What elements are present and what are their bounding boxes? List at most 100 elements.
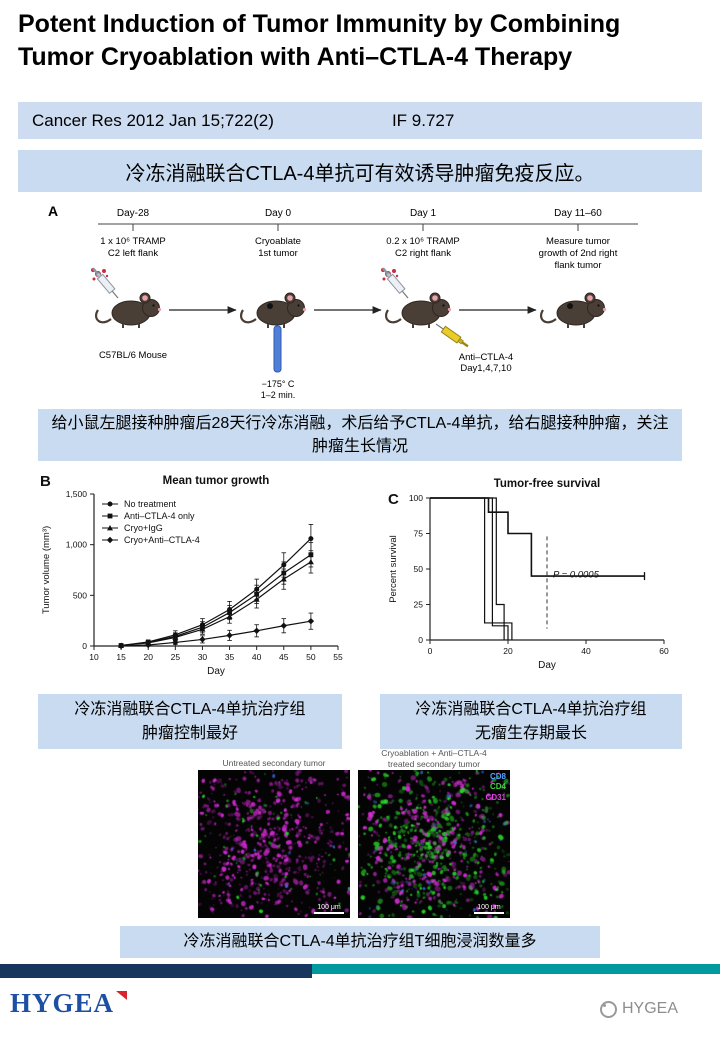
marker [107, 501, 113, 507]
series-line [121, 620, 311, 647]
series-line [121, 554, 312, 647]
x-tick-label: 50 [306, 652, 316, 662]
panel-b-label: B [40, 473, 51, 490]
logo-flag-icon [116, 991, 128, 1000]
citation-ref: Cancer Res 2012 Jan 15;722(2) [32, 110, 274, 130]
survival-line [430, 497, 513, 640]
panel-a-label: A [48, 203, 58, 219]
x-tick-label: 40 [252, 652, 262, 662]
marker [117, 642, 125, 650]
tumor-dot [267, 303, 273, 309]
y-tick-label: 1,500 [66, 489, 88, 499]
step-desc: Cryoablate [255, 236, 301, 247]
x-axis-label: Day [538, 660, 556, 671]
scale-bar: 100 μm [474, 904, 504, 914]
series-line [121, 561, 312, 647]
caption-survival-line2: 无瘤生存期最长 [474, 724, 587, 742]
stain-legend: CD8 CD4 CD31 [486, 772, 506, 803]
survival-line [430, 497, 645, 577]
impact-factor: IF 9.727 [391, 110, 455, 130]
step-desc: C2 left flank [108, 248, 158, 259]
y-tick-label: 25 [414, 600, 424, 610]
legend-label: Cryo+IgG [124, 523, 163, 533]
legend-cd31: CD31 [485, 792, 506, 802]
page-title: Potent Induction of Tumor Immunity by Co… [18, 8, 710, 73]
title-line-1: Potent Induction of Tumor Immunity by Co… [18, 10, 621, 38]
micro-left-title: Untreated secondary tumor [222, 758, 326, 768]
x-tick-label: 15 [116, 652, 126, 662]
y-axis-label: Tumor volume (mm³) [41, 526, 52, 614]
marker [226, 613, 233, 620]
day-label: Day 1 [410, 208, 437, 219]
step-desc: 1st tumor [258, 248, 298, 259]
series-line [121, 538, 312, 647]
y-tick-label: 0 [418, 635, 423, 645]
day-label: Day 0 [265, 208, 292, 219]
x-tick-label: 10 [89, 652, 99, 662]
watermark-lens-icon [600, 1000, 617, 1018]
caption-growth-line2: 肿瘤控制最好 [141, 724, 238, 742]
fluorescence-image [198, 770, 350, 918]
schematic-panel: A Day-28 Day 0 Day 1 Day 11–60 1 x 10⁶ T… [38, 200, 682, 405]
chart-title: Tumor-free survival [494, 478, 601, 490]
step-desc: 0.2 x 10⁶ TRAMP [386, 236, 459, 247]
micro-right-title-line1: Cryoablation + Anti–CTLA-4 [381, 748, 487, 758]
tumor-dot [567, 303, 573, 309]
y-tick-label: 50 [414, 564, 424, 574]
antibody-label: Anti–CTLA-4 [459, 352, 513, 363]
p-value-label: P = 0.0005 [553, 570, 600, 581]
mouse-icon [384, 291, 453, 330]
caption-growth-line1: 冷冻消融联合CTLA-4单抗治疗组 [74, 701, 306, 719]
scale-label: 100 μm [317, 904, 341, 911]
x-tick-label: 20 [143, 652, 153, 662]
marker [280, 622, 287, 629]
panel-c-label: C [388, 491, 399, 508]
marker [307, 558, 314, 565]
mouse-strain-label: C57BL/6 Mouse [99, 350, 167, 361]
x-tick-label: 30 [198, 652, 208, 662]
scale-bar-line [474, 912, 504, 914]
cryo-temp-label: −175° C [262, 379, 295, 389]
step-desc: flank tumor [555, 260, 602, 271]
chart-title: Mean tumor growth [163, 475, 270, 487]
caption-schematic: 给小鼠左腿接种肿瘤后28天行冷冻消融，术后给予CTLA-4单抗，给右腿接种肿瘤，… [38, 409, 682, 461]
mouse-icon [239, 291, 308, 330]
mouse-icon [94, 291, 163, 330]
footer-teal-bar [312, 964, 720, 974]
title-line-2: Tumor Cryoablation with Anti–CTLA-4 Ther… [18, 42, 573, 71]
x-tick-label: 40 [581, 646, 591, 656]
x-tick-label: 55 [333, 652, 343, 662]
citation-bar: Cancer Res 2012 Jan 15;722(2) IF 9.727 [18, 102, 702, 139]
marker [199, 636, 206, 643]
marker [308, 536, 314, 542]
survival-line [430, 497, 505, 640]
fluorescence-image [358, 770, 510, 918]
step-desc: C2 right flank [395, 248, 451, 259]
marker [226, 632, 233, 639]
cryo-time-label: 1–2 min. [261, 390, 296, 400]
hygea-logo: HYGEA [10, 988, 128, 1019]
y-tick-label: 100 [409, 493, 423, 503]
legend-cd4: CD4 [489, 782, 506, 792]
hygea-logo-text: HYGEA [10, 988, 115, 1018]
marker [172, 634, 179, 640]
summary-banner: 冷冻消融联合CTLA-4单抗可有效诱导肿瘤免疫反应。 [18, 150, 702, 192]
day-label: Day 11–60 [554, 208, 602, 219]
marker [199, 626, 206, 632]
micro-right-title-line2: treated secondary tumor [387, 758, 481, 769]
scale-bar: 100 μm [314, 904, 344, 914]
y-tick-label: 1,000 [66, 540, 88, 550]
schematic-figure: A Day-28 Day 0 Day 1 Day 11–60 1 x 10⁶ T… [48, 203, 638, 400]
antibody-days-label: Day1,4,7,10 [460, 363, 511, 374]
marker [106, 536, 114, 544]
scale-label: 100 μm [477, 904, 501, 911]
x-tick-label: 60 [659, 646, 669, 656]
hygea-watermark: HYGEA [600, 1000, 678, 1018]
marker [253, 596, 260, 602]
marker [107, 513, 113, 519]
caption-survival: 冷冻消融联合CTLA-4单抗治疗组 无瘤生存期最长 [380, 694, 682, 749]
caption-survival-line1: 冷冻消融联合CTLA-4单抗治疗组 [415, 701, 647, 719]
